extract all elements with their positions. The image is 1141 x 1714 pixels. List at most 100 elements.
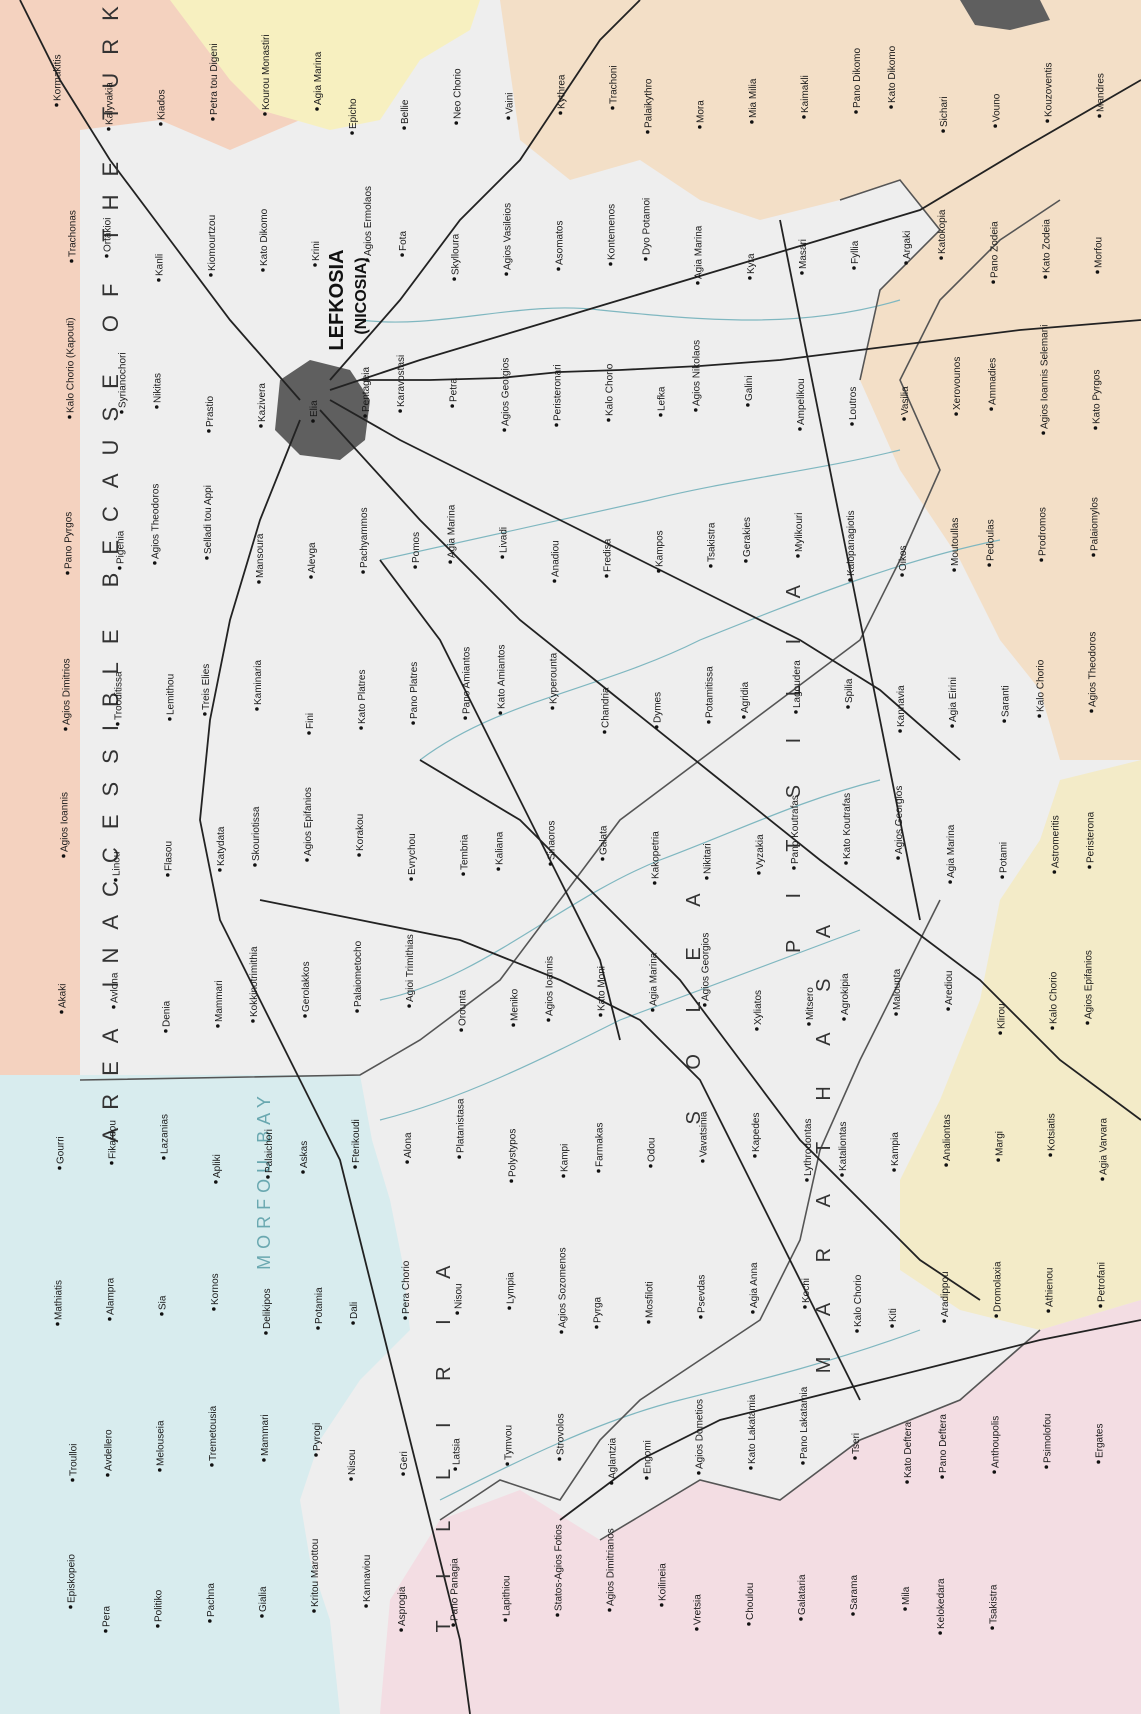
place-label: Agios Georgios	[500, 358, 511, 426]
place-dot	[259, 424, 263, 428]
place-dot	[1100, 1177, 1105, 1181]
place-marker: Lapithiou	[501, 1575, 512, 1622]
place-dot	[602, 730, 607, 734]
place-label: Kormakitis	[53, 54, 64, 101]
place-dot	[606, 418, 611, 422]
place-label: Agia Marina	[446, 504, 457, 558]
place-marker: Skylloura	[450, 233, 461, 281]
place-dot	[704, 876, 709, 880]
place-dot	[890, 1324, 894, 1328]
place-dot	[1039, 558, 1044, 562]
place-marker: Oikos	[898, 545, 909, 577]
place-label: Astromeritis	[1050, 815, 1061, 868]
place-label: Psevdas	[697, 1275, 708, 1313]
place-dot	[305, 858, 309, 862]
region-label-inaccessible: AREA INACCESSIBLE BECAUSE OF THE TURKISH	[98, 0, 123, 1142]
place-marker: Kalo Chorio	[605, 363, 616, 422]
place-dot	[511, 1023, 516, 1027]
place-label: Livadi	[498, 527, 509, 553]
place-marker: Fota	[398, 231, 409, 257]
place-marker: Agios Theodoros	[1087, 632, 1098, 713]
place-dot	[954, 412, 958, 416]
place-dot	[1089, 709, 1094, 713]
place-dot	[400, 253, 404, 257]
place-marker: Pano Platres	[409, 662, 420, 725]
place-dot	[844, 861, 848, 865]
place-marker: Fikardou	[108, 1120, 119, 1165]
place-marker: Vyzakia	[755, 834, 766, 875]
place-dot	[645, 130, 650, 134]
place-dot	[604, 574, 609, 578]
place-dot	[992, 1470, 997, 1474]
place-dot	[846, 705, 850, 709]
place-label: Aradippou	[940, 1271, 951, 1317]
place-marker: Koilineia	[658, 1563, 669, 1607]
place-label: Latsia	[451, 1438, 462, 1465]
place-marker: Agios Epifanios	[303, 787, 314, 862]
place-dot	[952, 568, 956, 572]
place-label: Mansoura	[255, 533, 266, 578]
place-dot	[987, 563, 992, 567]
place-dot	[161, 1156, 166, 1160]
place-marker: Astromeritis	[1050, 815, 1061, 874]
place-dot	[594, 1325, 599, 1329]
place-dot	[496, 867, 501, 871]
place-label: Kampos	[655, 530, 666, 567]
place-marker: Kormakitis	[53, 54, 64, 107]
place-marker: Kannavia	[896, 685, 907, 733]
place-dot	[700, 1159, 705, 1163]
place-dot	[407, 1004, 411, 1008]
place-marker: Karavostasi	[396, 355, 407, 413]
place-dot	[801, 1461, 805, 1465]
place-marker: Palaiomylos	[1089, 497, 1100, 557]
road-1	[319, 409, 1141, 1121]
place-marker: Mammari	[260, 1414, 271, 1462]
place-marker: Kouzoventis	[1043, 63, 1054, 123]
place-label: Galini	[744, 375, 755, 401]
place-label: Vyzakia	[755, 834, 766, 869]
rivers	[359, 299, 1001, 1501]
place-marker: Kyra	[746, 253, 757, 280]
place-label: Mathiatis	[54, 1280, 65, 1320]
place-marker: Selladi tou Appi	[203, 485, 214, 560]
place-marker: Pedoulas	[985, 519, 996, 567]
place-marker: Asomatos	[554, 221, 565, 271]
place-marker: Kanli	[155, 254, 166, 282]
place-marker: Galata	[599, 825, 610, 861]
place-marker: Analiontas	[942, 1114, 953, 1167]
place-marker: Askas	[299, 1141, 310, 1174]
place-label: Linou	[112, 852, 123, 876]
place-dot	[119, 410, 124, 414]
place-marker: Agios Georgios	[500, 358, 511, 432]
place-dot	[205, 556, 209, 560]
place-label: Petrofani	[1096, 1262, 1107, 1302]
place-label: Pano Deftera	[938, 1414, 949, 1473]
place-dot	[556, 267, 561, 271]
place-label: Kapedes	[751, 1113, 762, 1152]
place-label: Agios Epifanios	[303, 787, 314, 856]
place-label: Agios Ermolaos	[363, 186, 374, 256]
place-dot	[105, 1473, 110, 1477]
place-marker: Kato Moni	[597, 966, 608, 1017]
place-dot	[1091, 553, 1096, 557]
road-10	[779, 219, 921, 921]
place-marker: Pachyammos	[359, 507, 370, 574]
place-dot	[218, 868, 222, 872]
place-label: Agia Varvara	[1098, 1117, 1109, 1175]
place-label: Agios Epifanios	[1083, 950, 1094, 1019]
place-label: Elia	[309, 400, 320, 417]
place-label: Delikipos	[262, 1288, 273, 1329]
place-dot	[67, 415, 72, 419]
place-label: Pyrga	[593, 1296, 604, 1323]
place-marker: Kato Amiantos	[496, 645, 507, 715]
place-dot	[940, 1475, 944, 1479]
place-dot	[57, 1166, 62, 1170]
place-label: Fterikoudi	[351, 1119, 362, 1163]
place-dot	[548, 862, 553, 866]
place-dot	[708, 564, 713, 568]
place-marker: Ergates	[1094, 1424, 1105, 1464]
place-marker: Elia	[309, 400, 320, 423]
place-marker: Pachna	[206, 1583, 217, 1623]
place-dot	[894, 1012, 898, 1016]
